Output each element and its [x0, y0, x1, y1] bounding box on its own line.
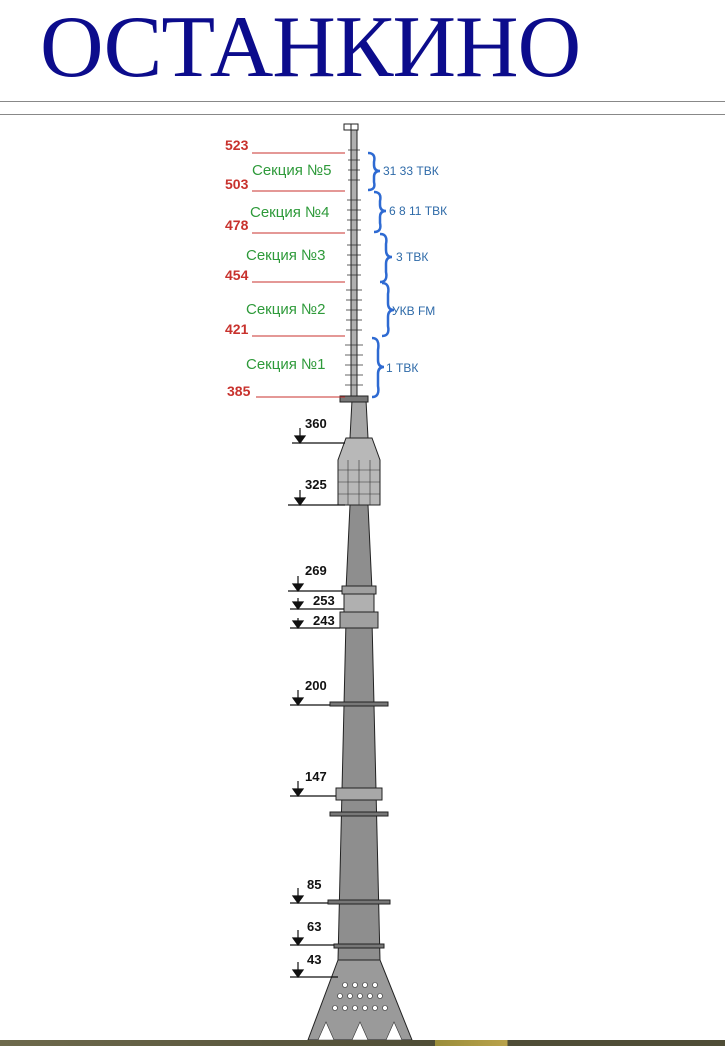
level-63: 63 — [307, 919, 321, 934]
level-85: 85 — [307, 877, 321, 892]
footer-bar — [0, 1040, 725, 1046]
level-253-arrow — [290, 598, 344, 611]
level-269-arrow — [288, 576, 342, 593]
antenna-ribs — [345, 149, 363, 386]
level-243: 243 — [313, 613, 335, 628]
section-label-2: Секция №2 — [246, 301, 325, 318]
brace-section-3 — [379, 232, 393, 284]
level-43-arrow — [290, 962, 338, 979]
ring-147 — [335, 787, 383, 801]
height-478: 478 — [225, 217, 249, 233]
ring-269 — [341, 585, 377, 595]
section-label-3: Секция №3 — [246, 247, 325, 264]
antenna-flag — [343, 123, 359, 132]
ring-253 — [343, 593, 375, 613]
brace-section-4 — [373, 190, 387, 234]
tower-base-holes — [317, 982, 403, 1041]
ring-243 — [339, 611, 379, 629]
level-200: 200 — [305, 678, 327, 693]
section-label-5: Секция №5 — [252, 162, 331, 179]
brace-section-2 — [381, 281, 395, 338]
ring-85 — [327, 899, 391, 905]
level-147-arrow — [290, 781, 336, 798]
level-269: 269 — [305, 563, 327, 578]
height-523: 523 — [225, 137, 249, 153]
section-label-4: Секция №4 — [250, 204, 329, 221]
level-253: 253 — [313, 593, 335, 608]
ring-63 — [333, 943, 385, 949]
ring-147b — [329, 811, 389, 817]
tower-body — [307, 123, 413, 1041]
band-label-2: УКВ FM — [392, 304, 435, 318]
band-label-3: 3 ТВК — [396, 250, 428, 264]
level-63-arrow — [290, 930, 334, 947]
antenna-height-markers — [252, 152, 345, 398]
level-325-arrow — [288, 490, 345, 507]
height-385: 385 — [227, 383, 251, 399]
level-243-arrow — [290, 618, 340, 630]
tower-shaft-mid — [345, 504, 373, 591]
ring-200 — [329, 701, 389, 707]
height-454: 454 — [225, 267, 249, 283]
page-title: ОСТАНКИНО — [40, 0, 581, 96]
level-85-arrow — [290, 888, 328, 905]
tower-neck — [349, 399, 369, 439]
height-503: 503 — [225, 176, 249, 192]
band-label-4: 6 8 11 ТВК — [389, 204, 447, 218]
band-label-1: 1 ТВК — [386, 361, 418, 375]
level-325: 325 — [305, 477, 327, 492]
tower-pod-windows — [338, 460, 380, 505]
level-markers — [288, 428, 345, 979]
height-421: 421 — [225, 321, 249, 337]
band-braces — [367, 151, 395, 399]
brace-section-5 — [367, 151, 381, 192]
band-label-5: 31 33 ТВК — [383, 164, 439, 178]
level-360: 360 — [305, 416, 327, 431]
brace-section-1 — [371, 336, 385, 399]
level-360-arrow — [292, 428, 345, 445]
level-147: 147 — [305, 769, 327, 784]
level-200-arrow — [290, 690, 330, 707]
section-label-1: Секция №1 — [246, 356, 325, 373]
level-43: 43 — [307, 952, 321, 967]
title-divider-top — [0, 101, 725, 102]
title-divider-bottom — [0, 114, 725, 115]
section-collar-385 — [339, 395, 369, 403]
